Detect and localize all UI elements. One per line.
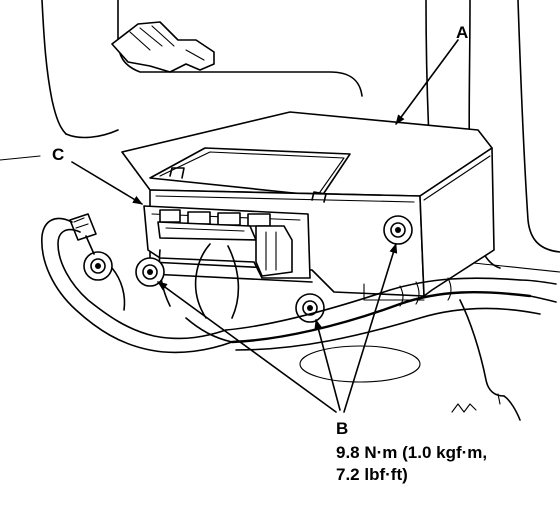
mounting-bolts [135,215,413,323]
leader-a [395,39,459,125]
ground-terminal [69,213,113,281]
bolt-center [295,293,325,323]
leader-b-right [343,243,398,413]
leader-b-center [314,319,341,411]
torque-spec-line1: 9.8 N·m (1.0 kgf·m, [336,443,487,462]
srs-connector [143,205,311,319]
harness-clip [111,21,215,73]
callout-a: A [456,23,468,42]
leader-c [71,161,143,205]
callout-b: B [336,419,348,438]
bolt-left [135,257,165,287]
leader-b-left [157,281,337,413]
torque-spec-line2: 7.2 lbf·ft) [336,465,408,484]
leader-lines [71,39,459,413]
wire-harness [41,217,557,354]
callout-c: C [52,145,64,164]
bolt-right [383,215,413,245]
